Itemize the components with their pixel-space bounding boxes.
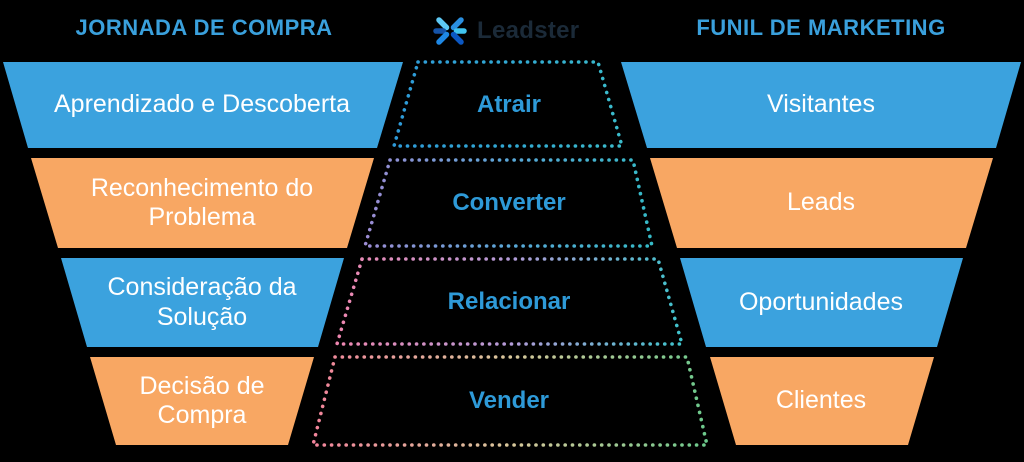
leadster-logo: Leadster (431, 9, 579, 53)
leadster-asterisk-icon (433, 17, 467, 45)
middle-stage-2-outline (362, 158, 655, 248)
leadster-logo-text: Leadster (477, 17, 580, 44)
journey-stage-1-label: Aprendizado e Descoberta (53, 90, 351, 119)
journey-stage-4-shape (90, 357, 314, 445)
middle-stage-3-outline (334, 257, 685, 346)
marketing-stage-2-shape (650, 158, 993, 248)
marketing-stage-2-label: Leads (786, 188, 856, 217)
marketing-stage-4-shape (710, 357, 934, 445)
marketing-stage-3-shape (680, 258, 963, 347)
marketing-funnel-column-title: FUNIL DE MARKETING (696, 15, 946, 40)
journey-stage-3-shape (61, 258, 344, 347)
marketing-stage-4-label: Clientes (775, 386, 867, 415)
middle-stage-2-label: Converter (452, 188, 566, 216)
journey-stage-1-shape (3, 62, 403, 148)
marketing-stage-1-shape (621, 62, 1021, 148)
journey-stage-2-shape (31, 158, 374, 248)
middle-stage-1-label: Atrair (476, 90, 542, 118)
marketing-stage-1-label: Visitantes (767, 90, 875, 119)
marketing-stage-3-label: Oportunidades (738, 287, 903, 316)
middle-stage-3-label: Relacionar (447, 288, 571, 316)
journey-column-title: JORNADA DE COMPRA (75, 15, 333, 40)
middle-stage-4-outline (310, 355, 710, 447)
middle-stage-4-label: Vender (468, 386, 550, 414)
journey-stage-2-label: Reconhecimento do Problema (90, 173, 314, 232)
middle-stage-1-outline (391, 60, 625, 148)
journey-stage-3-label: Consideração da Solução (107, 273, 297, 331)
journey-stage-4-label: Decisão de Compra (139, 371, 265, 430)
